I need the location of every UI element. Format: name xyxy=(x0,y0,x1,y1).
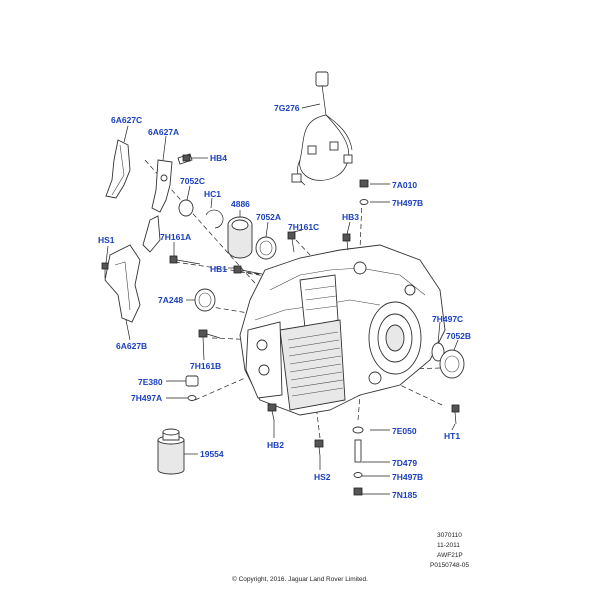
callout-hb2[interactable]: HB2 xyxy=(267,440,285,450)
bolt-7h161b xyxy=(198,329,221,339)
callout-7e380[interactable]: 7E380 xyxy=(138,377,163,387)
heat-shield-c xyxy=(105,139,131,199)
callout-7h161c[interactable]: 7H161C xyxy=(288,222,320,232)
callout-hb4[interactable]: HB4 xyxy=(210,153,228,163)
callout-hc1[interactable]: HC1 xyxy=(204,189,222,199)
bolt-7h161c xyxy=(287,231,296,253)
callout-7h161b[interactable]: 7H161B xyxy=(190,361,222,371)
callout-ht1[interactable]: HT1 xyxy=(444,431,461,441)
seal-7052c xyxy=(178,199,194,217)
bolt-ht1 xyxy=(451,404,460,425)
sensor-7e380 xyxy=(185,375,199,401)
part-id: P0150748-05 xyxy=(430,562,470,569)
plug-7a010 xyxy=(359,179,369,205)
o-ring-7e050 xyxy=(352,426,364,434)
bolt-hb1 xyxy=(233,265,263,275)
heat-shield-b xyxy=(104,215,161,323)
reference-date: 11-2011 xyxy=(437,542,460,549)
callout-7e050[interactable]: 7E050 xyxy=(392,426,417,436)
callout-hb3[interactable]: HB3 xyxy=(342,212,360,222)
callout-7h497c[interactable]: 7H497C xyxy=(432,314,464,324)
callout-7052a[interactable]: 7052A xyxy=(256,212,282,222)
bolt-hb4 xyxy=(182,154,191,162)
callout-4886[interactable]: 4886 xyxy=(231,199,250,209)
callout-7h497a[interactable]: 7H497A xyxy=(131,393,163,403)
callout-hs1[interactable]: HS1 xyxy=(98,235,115,245)
callout-7052b[interactable]: 7052B xyxy=(446,331,472,341)
callout-7h497b-bottom[interactable]: 7H497B xyxy=(392,472,424,482)
transmission-housing xyxy=(239,244,446,416)
circlip-hc1 xyxy=(205,209,224,229)
reference-code: AWF21P xyxy=(437,552,463,559)
callout-7a248[interactable]: 7A248 xyxy=(158,295,184,305)
callout-hb1[interactable]: HB1 xyxy=(210,264,228,274)
bolt-7h161a xyxy=(169,255,201,265)
leader-lines xyxy=(105,103,459,495)
callout-6a627b[interactable]: 6A627B xyxy=(116,341,148,351)
bolt-hs1 xyxy=(101,262,109,278)
callout-6a627a[interactable]: 6A627A xyxy=(148,127,180,137)
callout-7h497b-top[interactable]: 7H497B xyxy=(392,198,424,208)
seal-7052b xyxy=(439,349,465,379)
callout-7g276[interactable]: 7G276 xyxy=(274,103,300,113)
callout-19554[interactable]: 19554 xyxy=(200,449,224,459)
callout-7d479[interactable]: 7D479 xyxy=(392,458,418,468)
ring-7a248 xyxy=(194,288,216,312)
callout-7a010[interactable]: 7A010 xyxy=(392,180,418,190)
callout-7n185[interactable]: 7N185 xyxy=(392,490,418,500)
bolt-hb3 xyxy=(342,233,351,251)
reference-number: 3070110 xyxy=(437,532,462,539)
copyright-notice: © Copyright, 2016. Jaguar Land Rover Lim… xyxy=(232,576,368,583)
bolt-hb2 xyxy=(267,403,277,421)
wiring-harness xyxy=(291,71,353,186)
fluid-bottle-19554 xyxy=(157,428,185,475)
seal-7052a xyxy=(255,236,277,260)
sleeve-4886 xyxy=(227,216,253,259)
dipstick-7d479 xyxy=(353,439,363,496)
callout-7h161a[interactable]: 7H161A xyxy=(160,232,192,242)
callout-hs2[interactable]: HS2 xyxy=(314,472,331,482)
bolt-hs2 xyxy=(314,439,324,457)
callout-7052c[interactable]: 7052C xyxy=(180,176,206,186)
callout-6a627c[interactable]: 6A627C xyxy=(111,115,143,125)
